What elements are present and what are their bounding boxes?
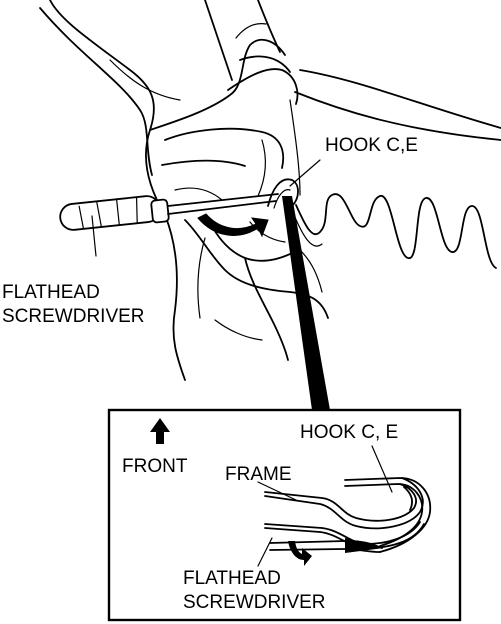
screwdriver-label-main-line2: SCREWDRIVER: [2, 306, 145, 327]
flathead-screwdriver-main: [59, 193, 279, 231]
detail-callout-wedge: [282, 196, 330, 410]
seat-spring: [295, 193, 497, 269]
curved-arrow-icon: [288, 541, 312, 566]
flathead-screwdriver-detail: [269, 538, 384, 553]
curved-arrow-icon: [197, 213, 269, 238]
hook-label-main: HOOK C,E: [325, 135, 418, 156]
detail-box: [107, 408, 462, 622]
front-label: FRONT: [122, 456, 188, 477]
seat-cover-drawing: [39, 0, 501, 381]
screwdriver-label-detail-line1: FLATHEAD: [183, 568, 281, 589]
screwdriver-label-main-line1: FLATHEAD: [2, 282, 100, 303]
hook-label-detail: HOOK C, E: [300, 422, 398, 443]
frame-label: FRAME: [225, 464, 292, 485]
hook-c-e: [267, 178, 299, 207]
arrow-up-icon: [150, 418, 170, 444]
hook-detail: [344, 477, 432, 553]
screwdriver-label-detail-line2: SCREWDRIVER: [183, 592, 326, 613]
